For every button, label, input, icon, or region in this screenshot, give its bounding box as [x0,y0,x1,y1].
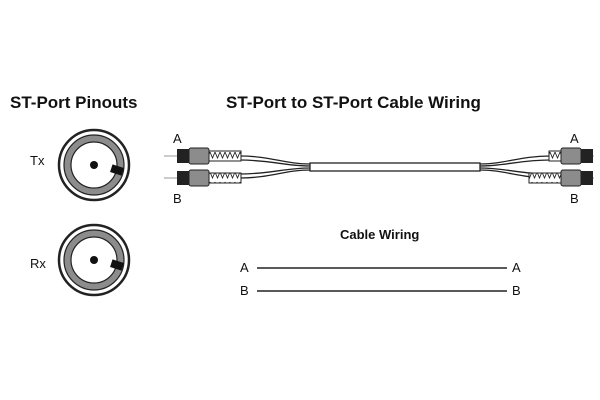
left-connector-b-icon [177,169,242,187]
cable-right-label-a: A [570,131,579,146]
rx-port-icon [57,223,131,297]
port-label-tx: Tx [30,153,45,168]
right-connector-a-icon [548,147,593,165]
cable-left-label-b: B [173,191,182,206]
wiring-left-b: B [240,283,249,298]
cable-left-label-a: A [173,131,182,146]
wiring-right-b: B [512,283,521,298]
cable-title: ST-Port to ST-Port Cable Wiring [226,93,481,112]
tx-port-icon [57,128,131,202]
port-label-rx: Rx [30,256,46,271]
cable-right-label-b: B [570,191,579,206]
left-connector-a-icon [177,147,242,165]
wiring-right-a: A [512,260,521,275]
pinouts-title: ST-Port Pinouts [10,93,138,112]
right-connector-b-icon [528,169,593,187]
wiring-left-a: A [240,260,249,275]
cable-body [239,155,551,179]
wiring-title: Cable Wiring [340,227,420,242]
